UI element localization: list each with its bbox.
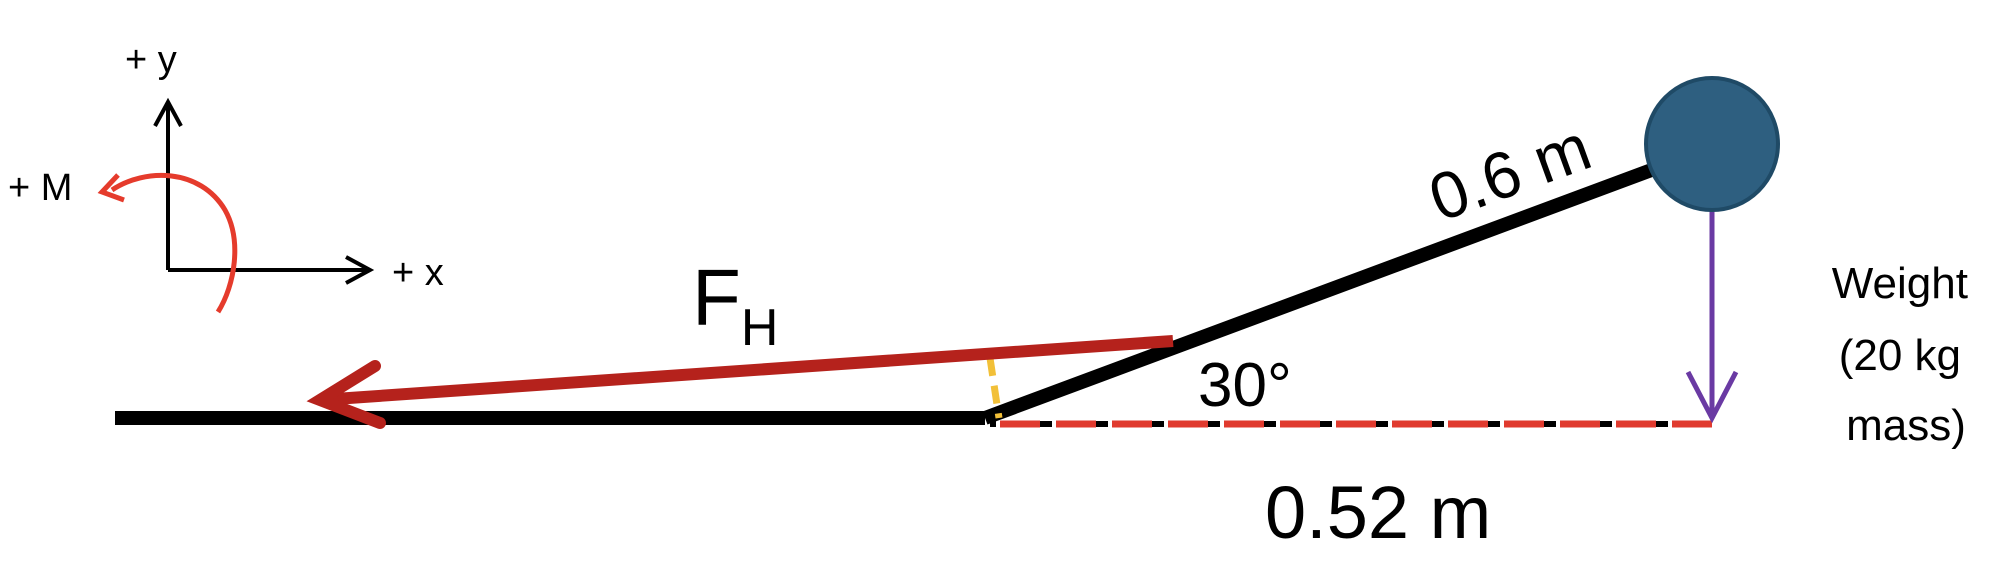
force-symbol: F: [692, 253, 741, 342]
force-subscript: H: [741, 299, 779, 357]
horizontal-distance-label: 0.52 m: [1265, 471, 1491, 554]
moment-label: + M: [8, 167, 72, 209]
moment-arc: [110, 172, 238, 314]
weight-label-line-2: (20 kg: [1839, 331, 1961, 380]
weight-label: Weight (20 kg mass): [1832, 259, 1980, 450]
mass-ball: [1644, 76, 1780, 212]
weight-label-line-1: Weight: [1832, 259, 1968, 308]
force-arrow: [306, 335, 1174, 429]
angle-label: 30°: [1198, 351, 1292, 420]
inclined-arm: [982, 158, 1668, 425]
y-axis-label: + y: [125, 39, 177, 81]
x-axis-arrowhead: [345, 255, 375, 285]
x-axis-label: + x: [392, 252, 444, 294]
y-axis-arrowhead: [153, 97, 183, 127]
force-label: FH: [692, 253, 778, 357]
moment-arrowhead: [97, 173, 125, 203]
weight-arrowhead: [1685, 370, 1739, 424]
weight-label-line-3: mass): [1846, 401, 1966, 450]
force-arrow-shaft: [319, 335, 1174, 406]
force-arrowhead: [306, 360, 386, 429]
perpendicular-marker: [986, 357, 1003, 419]
coordinate-axes: + y + x + M: [8, 39, 444, 314]
